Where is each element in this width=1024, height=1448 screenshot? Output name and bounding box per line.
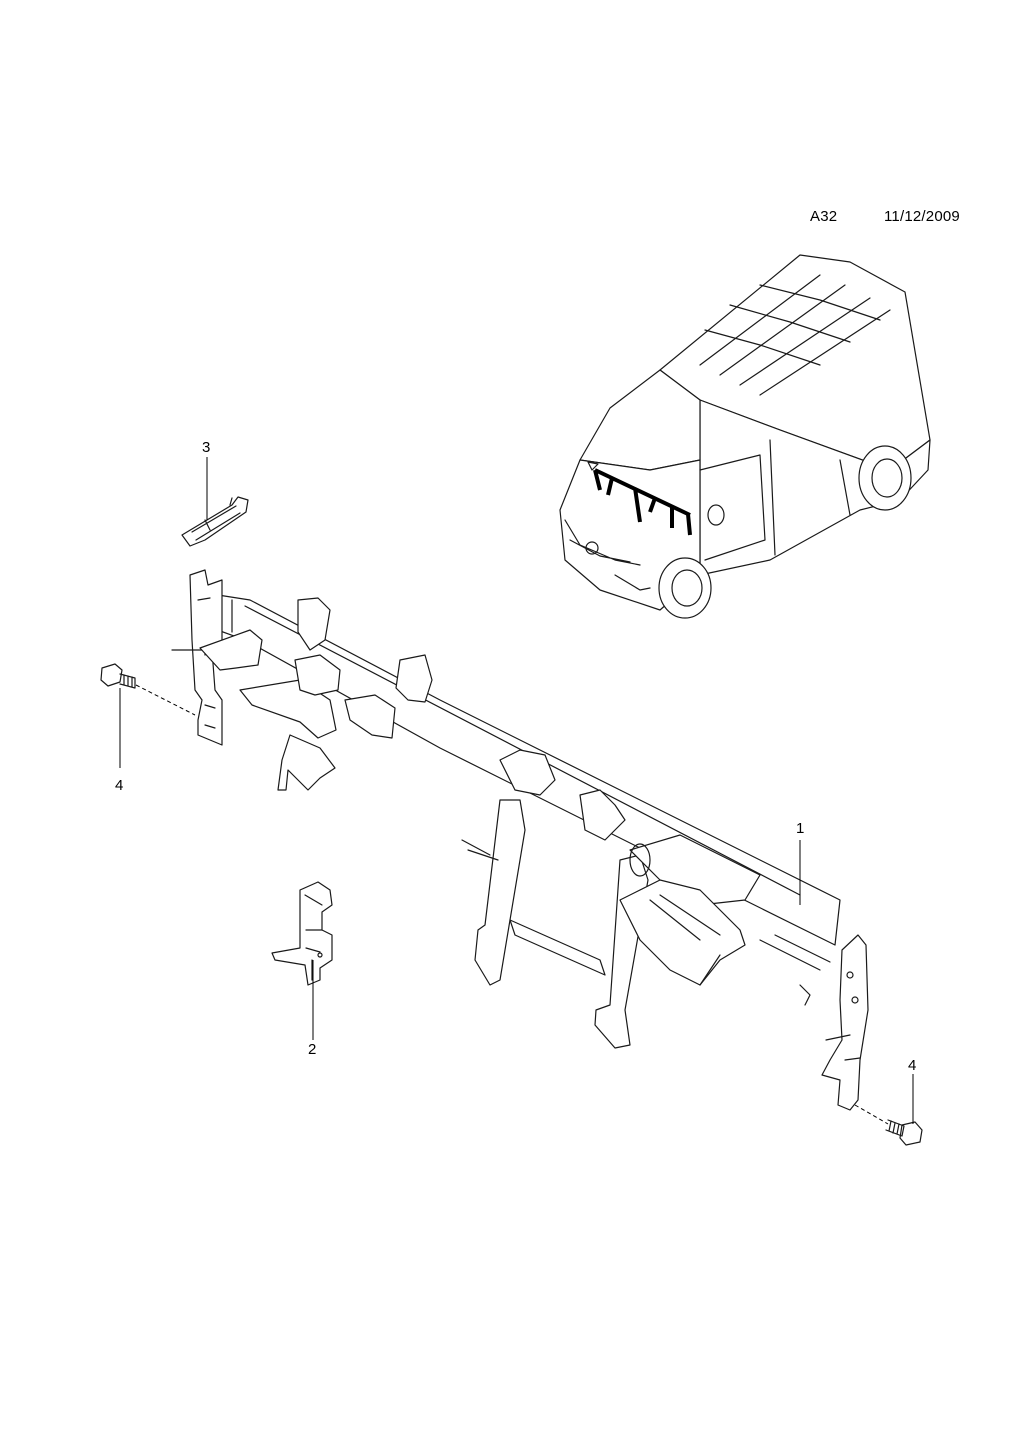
dash-4-right — [854, 1104, 889, 1125]
dash-4-left — [135, 684, 196, 716]
callout-1: 1 — [796, 820, 804, 837]
callout-3: 3 — [202, 439, 210, 456]
part-1-cross-member — [171, 569, 869, 1111]
van-body — [699, 399, 931, 576]
van-rear-wheel — [858, 445, 912, 511]
callout-4-right: 4 — [908, 1057, 916, 1074]
part-2-bracket — [271, 881, 333, 986]
van-mirror — [707, 504, 725, 526]
part-4-bolt-right — [885, 1119, 923, 1146]
part-4-bolt-left — [100, 663, 136, 689]
diagram-code: A32 — [810, 208, 838, 225]
van-front-wheel — [658, 557, 712, 619]
callout-4-left: 4 — [115, 777, 123, 794]
part-3-plate — [181, 496, 249, 547]
van-crossmember-highlight — [593, 468, 692, 536]
callout-2: 2 — [308, 1041, 316, 1058]
van-illustration — [559, 254, 931, 619]
diagram-date: 11/12/2009 — [884, 208, 960, 225]
